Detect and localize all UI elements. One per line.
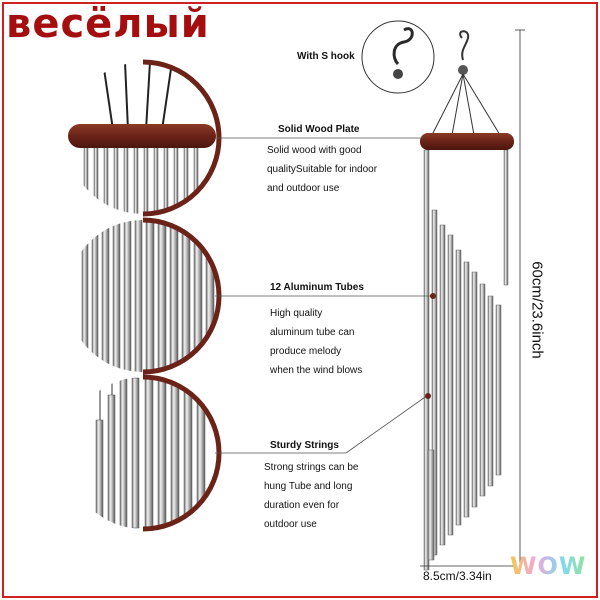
zoom-strings <box>67 374 222 532</box>
height-dimension: 60cm/23.6inch <box>528 261 546 359</box>
feature-desc-wood: Solid wood with good qualitySuitable for… <box>267 141 417 198</box>
wow-badge: WOW <box>510 552 587 580</box>
leader-lines <box>215 137 433 454</box>
hook-label: With S hook <box>297 51 355 62</box>
feature-desc-strings: Strong strings can be hung Tube and long… <box>264 458 414 534</box>
desc-line: qualitySuitable for indoor <box>267 164 378 175</box>
brand-logo: весёлый <box>6 1 210 47</box>
zoom-aluminum-tubes <box>67 217 222 375</box>
desc-line: duration even for <box>264 500 340 511</box>
desc-line: outdoor use <box>264 519 317 530</box>
desc-line: aluminum tube can <box>270 327 355 338</box>
desc-line: produce melody <box>270 346 342 357</box>
desc-line: and outdoor use <box>267 183 340 194</box>
desc-line: High quality <box>270 308 323 319</box>
desc-line: Solid wood with good <box>267 145 362 156</box>
feature-desc-tubes: High quality aluminum tube can produce m… <box>270 304 420 380</box>
width-dimension: 8.5cm/3.34in <box>423 569 492 583</box>
desc-line: hung Tube and long <box>264 481 353 492</box>
wind-chime-product <box>420 29 525 571</box>
desc-line: Strong strings can be <box>264 462 359 473</box>
zoom-wood-plate <box>67 59 222 217</box>
zoom-s-hook <box>361 20 435 94</box>
feature-title-strings: Sturdy Strings <box>270 440 339 451</box>
feature-title-wood: Solid Wood Plate <box>278 124 360 135</box>
feature-title-tubes: 12 Aluminum Tubes <box>270 282 364 293</box>
desc-line: when the wind blows <box>270 365 363 376</box>
